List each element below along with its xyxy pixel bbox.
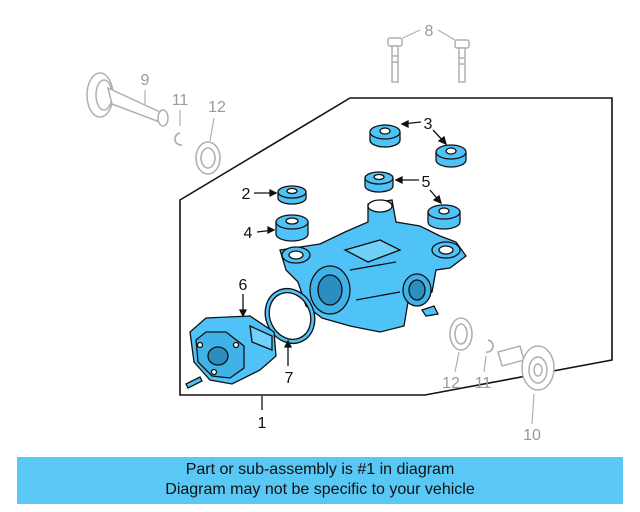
mount-part-5-left	[364, 171, 394, 193]
callout-11-right: 11	[475, 375, 492, 392]
callout-2: 2	[242, 186, 251, 203]
bushing-part-2	[277, 185, 307, 205]
seal-part-12-right	[449, 317, 473, 351]
assembly-boundary	[179, 97, 613, 396]
axle-shaft-part-10	[497, 345, 555, 391]
mount-part-5-right	[427, 204, 461, 230]
info-banner: Part or sub-assembly is #1 in diagram Di…	[17, 457, 623, 504]
callout-6: 6	[239, 277, 248, 294]
callout-7: 7	[285, 370, 294, 387]
bushing-part-4	[275, 214, 309, 242]
callout-12-left: 12	[208, 99, 226, 116]
bolt-part-8-right	[454, 39, 470, 83]
callout-11-left: 11	[172, 92, 189, 109]
gasket-part-7	[264, 288, 316, 344]
callout-5: 5	[422, 174, 431, 191]
snap-ring-part-11-left	[174, 132, 183, 146]
banner-line-1: Part or sub-assembly is #1 in diagram	[185, 461, 455, 478]
mount-part-3-right	[435, 144, 467, 168]
bolt-part-8-left	[387, 37, 403, 83]
bolt-part-6	[185, 376, 203, 389]
callout-10: 10	[523, 427, 541, 444]
callout-8: 8	[425, 23, 434, 40]
coupling-part-6	[189, 315, 277, 385]
callout-4: 4	[244, 225, 253, 242]
parts-diagram: 8 9 11 12 12 11 10	[86, 23, 613, 444]
axle-shaft-part-9	[86, 72, 169, 127]
seal-part-12-left	[195, 141, 221, 175]
banner-line-2: Diagram may not be specific to your vehi…	[165, 481, 475, 498]
snap-ring-part-11-right	[485, 339, 494, 353]
callout-12-right: 12	[442, 375, 460, 392]
mount-part-3-left	[369, 124, 401, 148]
callout-9-left: 9	[141, 72, 150, 89]
callout-3: 3	[424, 116, 433, 133]
differential-housing	[279, 199, 467, 333]
callout-1: 1	[258, 415, 267, 432]
